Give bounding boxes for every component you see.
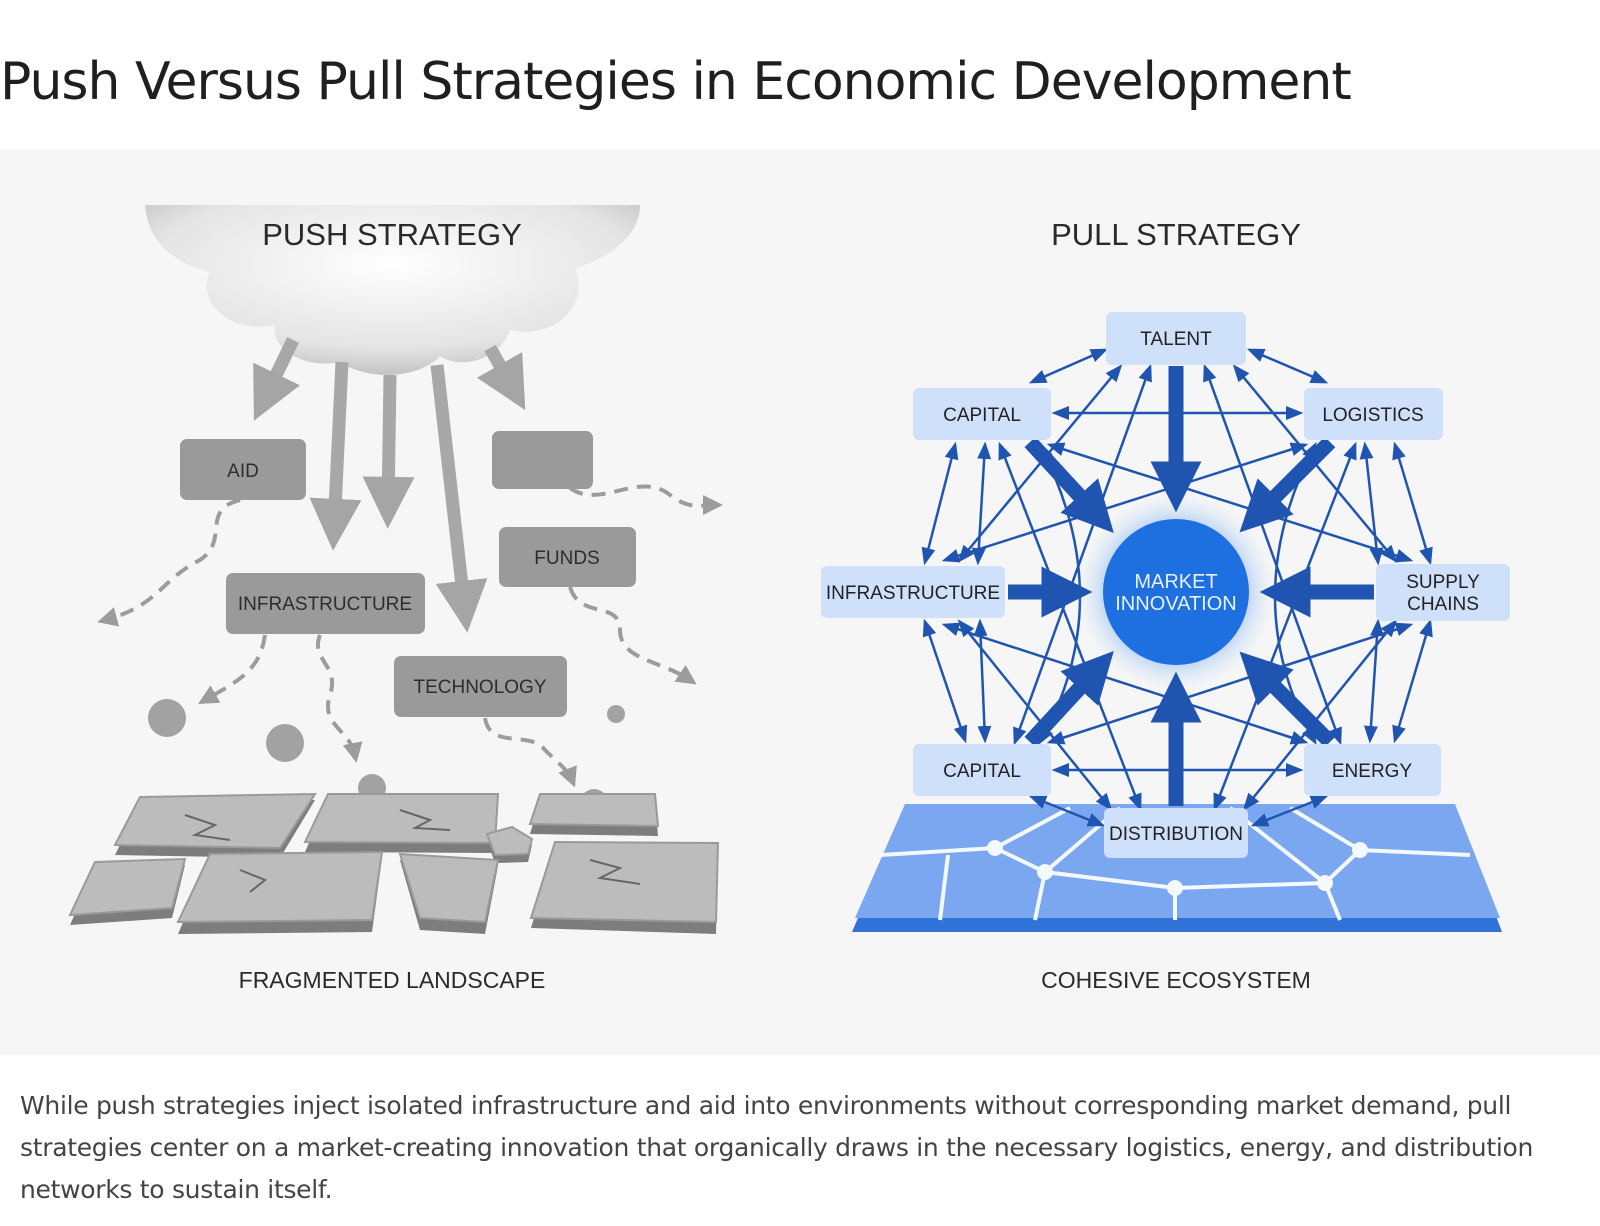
pull-node-distribution-label: DISTRIBUTION (1109, 824, 1243, 845)
push-box-technology-label: TECHNOLOGY (413, 677, 546, 698)
pull-node-talent: TALENT (1106, 312, 1246, 365)
push-box-aid-label: AID (227, 461, 259, 482)
push-box-infrastructure-label: INFRASTRUCTURE (238, 594, 412, 615)
pull-strategy-heading: PULL STRATEGY (1051, 217, 1301, 252)
push-box-funds-label: FUNDS (534, 548, 599, 569)
pull-node-capital-bottom-label: CAPITAL (943, 761, 1021, 782)
push-box-technology: TECHNOLOGY (394, 656, 567, 717)
strategy-diagram: PUSH STRATEGY AID FUNDS (68, 205, 1510, 993)
pull-node-infrastructure-label: INFRASTRUCTURE (826, 583, 1000, 604)
pull-node-capital-top-label: CAPITAL (943, 405, 1021, 426)
pull-footer-label: COHESIVE ECOSYSTEM (1041, 967, 1311, 993)
cohesive-ground (852, 804, 1502, 932)
pull-node-energy-label: ENERGY (1332, 761, 1413, 782)
page-title: Push Versus Pull Strategies in Economic … (0, 52, 1352, 112)
push-box-blank (492, 431, 593, 489)
strategy-figure: PUSH STRATEGY AID FUNDS (0, 150, 1600, 1055)
pull-node-supply-chains: SUPPLY CHAINS (1376, 564, 1510, 621)
pull-node-energy: ENERGY (1304, 744, 1441, 796)
pull-node-logistics: LOGISTICS (1304, 388, 1443, 440)
pull-panel: PULL STRATEGY (821, 217, 1510, 993)
pull-node-capital-bottom: CAPITAL (913, 744, 1051, 796)
cloud-icon (145, 205, 640, 375)
push-box-infrastructure: INFRASTRUCTURE (226, 573, 425, 634)
pull-node-supply-line1: SUPPLY (1406, 572, 1480, 593)
market-innovation-node: MARKET INNOVATION (1103, 519, 1249, 665)
pull-spoke-arrows (1008, 366, 1374, 806)
push-box-aid: AID (180, 439, 306, 500)
push-footer-label: FRAGMENTED LANDSCAPE (239, 967, 546, 993)
push-panel: PUSH STRATEGY AID FUNDS (68, 205, 723, 993)
pull-node-infrastructure: INFRASTRUCTURE (821, 566, 1005, 618)
figure-caption: While push strategies inject isolated in… (20, 1091, 1534, 1204)
pull-node-distribution: DISTRIBUTION (1104, 808, 1248, 858)
push-dashed-arrows (97, 484, 723, 788)
market-innovation-line2: INNOVATION (1115, 593, 1236, 615)
pull-node-capital-top: CAPITAL (913, 388, 1051, 440)
fragmented-ground (68, 792, 720, 934)
pull-node-supply-line2: CHAINS (1407, 594, 1479, 615)
pull-node-talent-label: TALENT (1140, 329, 1212, 350)
pull-node-logistics-label: LOGISTICS (1322, 405, 1423, 426)
market-innovation-line1: MARKET (1134, 571, 1217, 593)
push-box-funds: FUNDS (499, 527, 636, 587)
push-arrows (253, 337, 526, 633)
push-strategy-heading: PUSH STRATEGY (262, 217, 522, 252)
